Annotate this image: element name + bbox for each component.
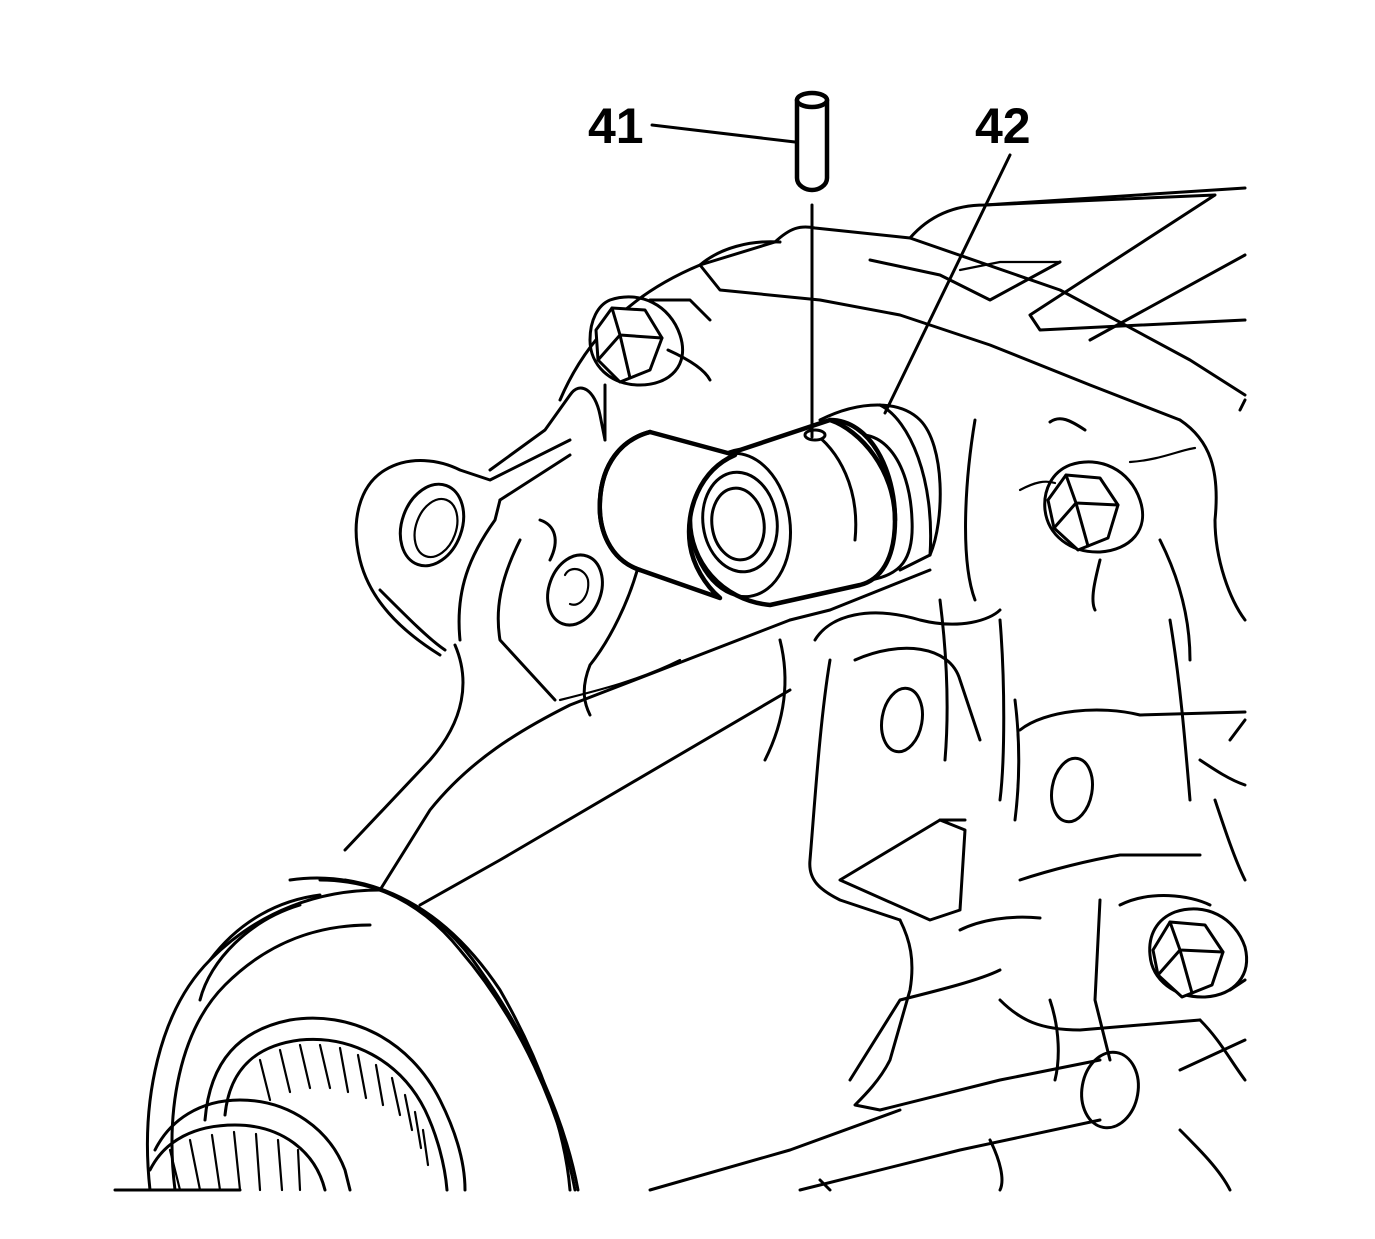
callout-42-label: 42 <box>975 98 1031 154</box>
callout-42: 42 <box>883 98 1031 415</box>
bolt-lower-right <box>1148 907 1248 999</box>
output-flange <box>113 876 580 1192</box>
retaining-pin <box>794 90 830 193</box>
callout-42-leader <box>883 153 1012 415</box>
callout-41: 41 <box>588 98 797 154</box>
housing <box>343 186 1247 1192</box>
callout-41-label: 41 <box>588 98 644 154</box>
bolt-upper-left <box>588 295 712 442</box>
bolt-right <box>1043 460 1145 554</box>
shift-shaft-sleeve <box>597 403 942 608</box>
callout-41-leader <box>650 123 797 144</box>
